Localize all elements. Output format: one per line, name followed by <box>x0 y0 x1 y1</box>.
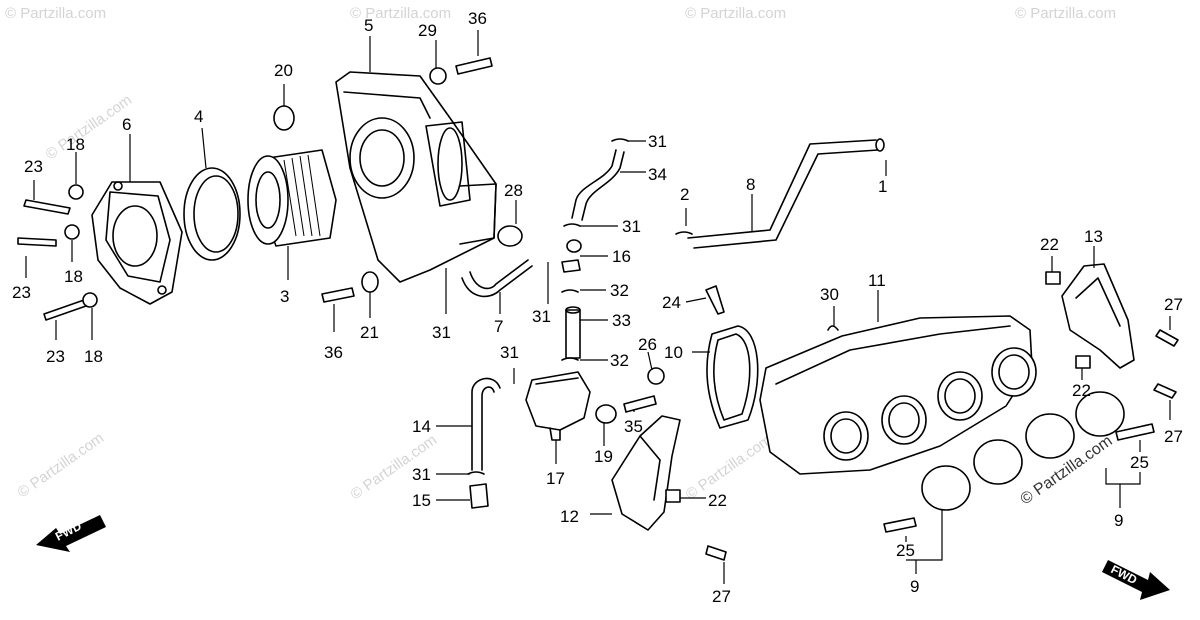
callout-36: 36 <box>468 9 487 28</box>
part-33-tube <box>565 306 581 359</box>
callout-34: 34 <box>648 165 667 184</box>
callout-31: 31 <box>622 217 641 236</box>
part-7-hose <box>461 259 533 298</box>
watermark-text: © Partzilla.com <box>685 5 786 22</box>
callout-10: 10 <box>664 343 683 362</box>
callout-31: 31 <box>532 307 551 326</box>
callout-1: 1 <box>878 177 887 196</box>
part-14-hose <box>471 377 501 471</box>
callout-27: 27 <box>1164 295 1183 314</box>
callout-16: 16 <box>612 247 631 266</box>
fwd-arrow-left: FWD <box>36 515 106 552</box>
callout-28: 28 <box>504 181 523 200</box>
callout-2: 2 <box>680 185 689 204</box>
callout-31: 31 <box>412 465 431 484</box>
callout-5: 5 <box>364 16 373 35</box>
callout-31: 31 <box>432 323 451 342</box>
part-6-cleaner-cover <box>91 181 183 305</box>
part-11-chamber <box>759 315 1037 475</box>
part-3-filter-element <box>247 149 337 247</box>
callout-9: 9 <box>1114 511 1123 530</box>
callout-9: 9 <box>910 577 919 596</box>
callout-32: 32 <box>610 351 629 370</box>
callout-8: 8 <box>746 175 755 194</box>
callout-22: 22 <box>1072 381 1091 400</box>
callout-22: 22 <box>708 491 727 510</box>
callout-19: 19 <box>594 447 613 466</box>
callout-29: 29 <box>418 21 437 40</box>
watermark-text: © Partzilla.com <box>350 5 451 22</box>
callout-23: 23 <box>12 283 31 302</box>
fasteners <box>17 57 1179 561</box>
callout-13: 13 <box>1084 227 1103 246</box>
callout-30: 30 <box>820 285 839 304</box>
part-34-hose <box>571 149 625 221</box>
callout-18: 18 <box>84 347 103 366</box>
part-17-reservoir <box>525 371 591 441</box>
callout-6: 6 <box>122 115 131 134</box>
callout-32: 32 <box>610 281 629 300</box>
part-10-gasket <box>706 325 759 429</box>
callout-35: 35 <box>624 417 643 436</box>
callout-26: 26 <box>638 335 657 354</box>
callout-23: 23 <box>24 157 43 176</box>
fwd-arrow-right: FWD <box>1102 560 1170 600</box>
callout-17: 17 <box>546 469 565 488</box>
callout-27: 27 <box>712 587 731 606</box>
part-9-clamps <box>921 391 1125 511</box>
callout-4: 4 <box>194 107 203 126</box>
part-4-seal-ring <box>183 167 241 261</box>
watermark-text: © Partzilla.com <box>1018 433 1116 509</box>
callout-23: 23 <box>46 347 65 366</box>
callout-12: 12 <box>560 507 579 526</box>
callout-3: 3 <box>280 287 289 306</box>
callout-11: 11 <box>868 271 886 290</box>
callout-18: 18 <box>64 267 83 286</box>
watermark-text: © Partzilla.com <box>683 431 776 503</box>
callouts: 1 2 3 4 5 6 7 8 9 9 10 11 12 13 14 15 16… <box>12 9 1183 606</box>
callout-31: 31 <box>500 343 519 362</box>
part-13-bracket <box>1061 263 1135 369</box>
callout-20: 20 <box>274 61 293 80</box>
leader-lines <box>25 30 1171 584</box>
watermark-text: © Partzilla.com <box>15 429 108 501</box>
callout-18: 18 <box>66 135 85 154</box>
callout-15: 15 <box>412 491 431 510</box>
boots <box>823 347 1037 461</box>
part-12-bracket <box>611 415 681 531</box>
callout-25: 25 <box>896 541 915 560</box>
callout-14: 14 <box>412 417 431 436</box>
callout-31: 31 <box>648 132 667 151</box>
watermark-text: © Partzilla.com <box>5 5 106 22</box>
watermark-text: © Partzilla.com <box>1015 5 1116 22</box>
callout-25: 25 <box>1130 453 1149 472</box>
part-5-cleaner-case <box>335 71 497 283</box>
callout-22: 22 <box>1040 235 1059 254</box>
part-8-tube <box>687 138 885 249</box>
callout-36: 36 <box>324 343 343 362</box>
callout-21: 21 <box>360 323 379 342</box>
callout-7: 7 <box>494 317 503 336</box>
callout-24: 24 <box>662 293 681 312</box>
callout-27: 27 <box>1164 427 1183 446</box>
callout-33: 33 <box>612 311 631 330</box>
